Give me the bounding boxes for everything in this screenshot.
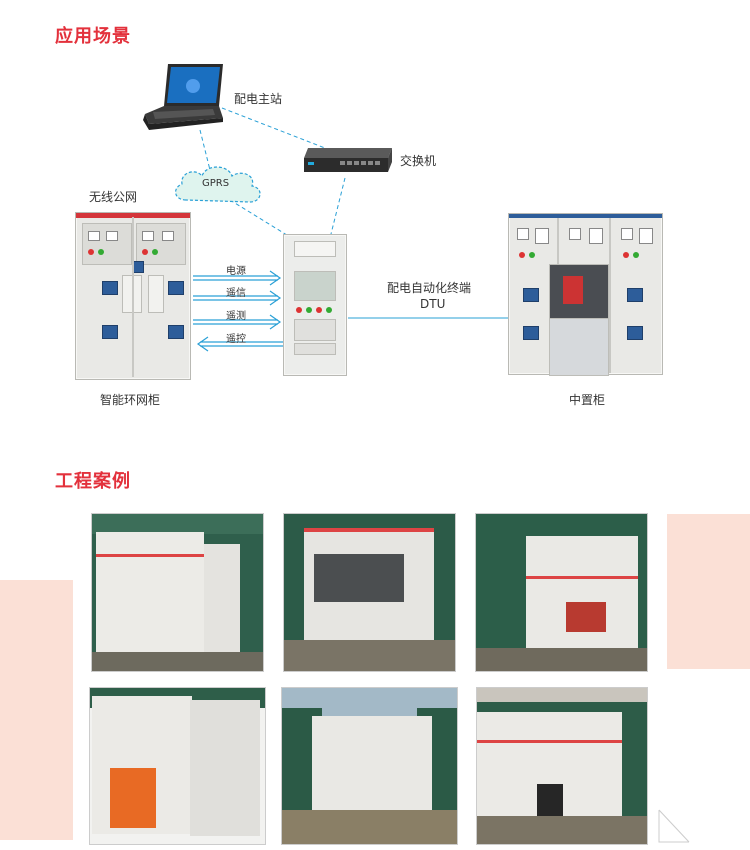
case-photo-2 <box>283 513 456 672</box>
label-gprs: GPRS <box>202 178 230 189</box>
ring-main-cabinet <box>75 212 191 380</box>
section-title-scene: 应用场景 <box>55 26 131 47</box>
corner-decoration-icon <box>658 809 690 843</box>
arrow-label-measure: 遥测 <box>226 311 246 322</box>
case-photo-5 <box>281 687 458 845</box>
case-photo-4 <box>89 687 266 845</box>
arrow-label-control: 遥控 <box>226 334 246 345</box>
case-photo-6 <box>476 687 648 845</box>
gprs-cloud-icon <box>175 166 261 203</box>
arrow-label-power: 电源 <box>226 266 246 277</box>
label-master-station: 配电主站 <box>234 92 283 106</box>
dtu-cabinet <box>283 234 347 376</box>
arrow-signal <box>193 290 282 306</box>
mid-mounted-cabinet <box>508 213 663 376</box>
arrow-control <box>196 336 283 352</box>
label-switch: 交换机 <box>400 154 437 168</box>
label-dtu-line1: 配电自动化终端 <box>387 281 472 295</box>
laptop-icon <box>143 64 223 130</box>
link-laptop-switch <box>221 107 331 151</box>
network-links <box>193 107 515 352</box>
label-ring-cabinet: 智能环网柜 <box>100 393 161 407</box>
section-title-cases: 工程案例 <box>55 471 131 492</box>
label-dtu-line2: DTU <box>420 297 446 311</box>
peach-block-left <box>0 580 73 840</box>
link-switch-dtu <box>329 177 346 239</box>
case-photo-3 <box>475 513 648 672</box>
cabinet-top-strip <box>76 213 190 218</box>
arrow-measure <box>193 314 282 330</box>
label-wireless-network: 无线公网 <box>89 190 138 204</box>
arrow-power <box>193 270 282 286</box>
link-cloud-dtu <box>229 199 296 241</box>
peach-block-right <box>667 514 750 669</box>
label-mid-cabinet: 中置柜 <box>569 393 606 407</box>
network-switch-icon <box>304 148 392 172</box>
arrow-label-signal: 遥信 <box>226 288 246 299</box>
case-photo-1 <box>91 513 264 672</box>
